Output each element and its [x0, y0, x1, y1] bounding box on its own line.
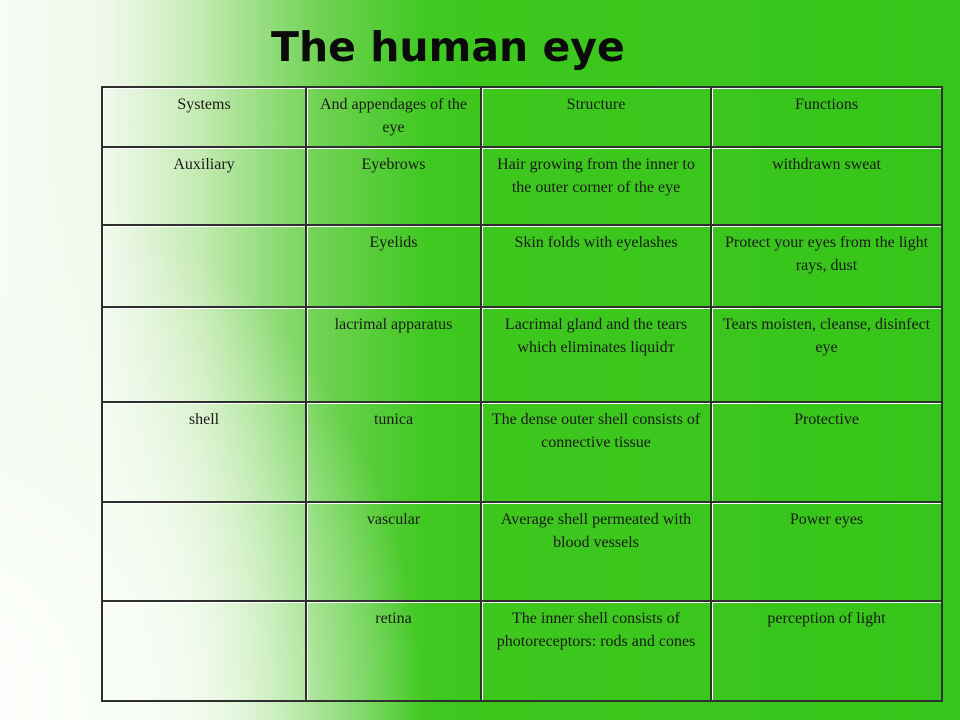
table-row: retina The inner shell consists of photo… [101, 600, 943, 702]
cell-structure: Hair growing from the inner to the outer… [480, 146, 712, 226]
cell-system [101, 306, 307, 403]
cell-function: withdrawn sweat [710, 146, 943, 226]
cell-appendage: Eyelids [305, 224, 482, 308]
cell-system: shell [101, 401, 307, 503]
header-appendages: And appendages of the eye [305, 86, 482, 148]
cell-system [101, 600, 307, 702]
cell-system: Auxiliary [101, 146, 307, 226]
cell-function: Protect your eyes from the light rays, d… [710, 224, 943, 308]
cell-function: Power eyes [710, 501, 943, 602]
cell-structure: The inner shell consists of photorecepto… [480, 600, 712, 702]
table-header-row: Systems And appendages of the eye Struct… [101, 86, 943, 148]
cell-appendage: vascular [305, 501, 482, 602]
table-row: Eyelids Skin folds with eyelashes Protec… [101, 224, 943, 308]
table-row: vascular Average shell permeated with bl… [101, 501, 943, 602]
eye-table: Systems And appendages of the eye Struct… [101, 86, 943, 702]
cell-function: Tears moisten, cleanse, disinfect eye [710, 306, 943, 403]
cell-appendage: tunica [305, 401, 482, 503]
cell-structure: Average shell permeated with blood vesse… [480, 501, 712, 602]
cell-system [101, 224, 307, 308]
cell-function: Protective [710, 401, 943, 503]
cell-function: perception of light [710, 600, 943, 702]
cell-structure: The dense outer shell consists of connec… [480, 401, 712, 503]
cell-appendage: lacrimal apparatus [305, 306, 482, 403]
cell-system [101, 501, 307, 602]
cell-structure: Skin folds with eyelashes [480, 224, 712, 308]
header-systems: Systems [101, 86, 307, 148]
table-row: shell tunica The dense outer shell consi… [101, 401, 943, 503]
table-row: Auxiliary Eyebrows Hair growing from the… [101, 146, 943, 226]
slide-title: The human eye [271, 23, 625, 71]
header-functions: Functions [710, 86, 943, 148]
cell-structure: Lacrimal gland and the tears which elimi… [480, 306, 712, 403]
table-row: lacrimal apparatus Lacrimal gland and th… [101, 306, 943, 403]
cell-appendage: Eyebrows [305, 146, 482, 226]
header-structure: Structure [480, 86, 712, 148]
cell-appendage: retina [305, 600, 482, 702]
